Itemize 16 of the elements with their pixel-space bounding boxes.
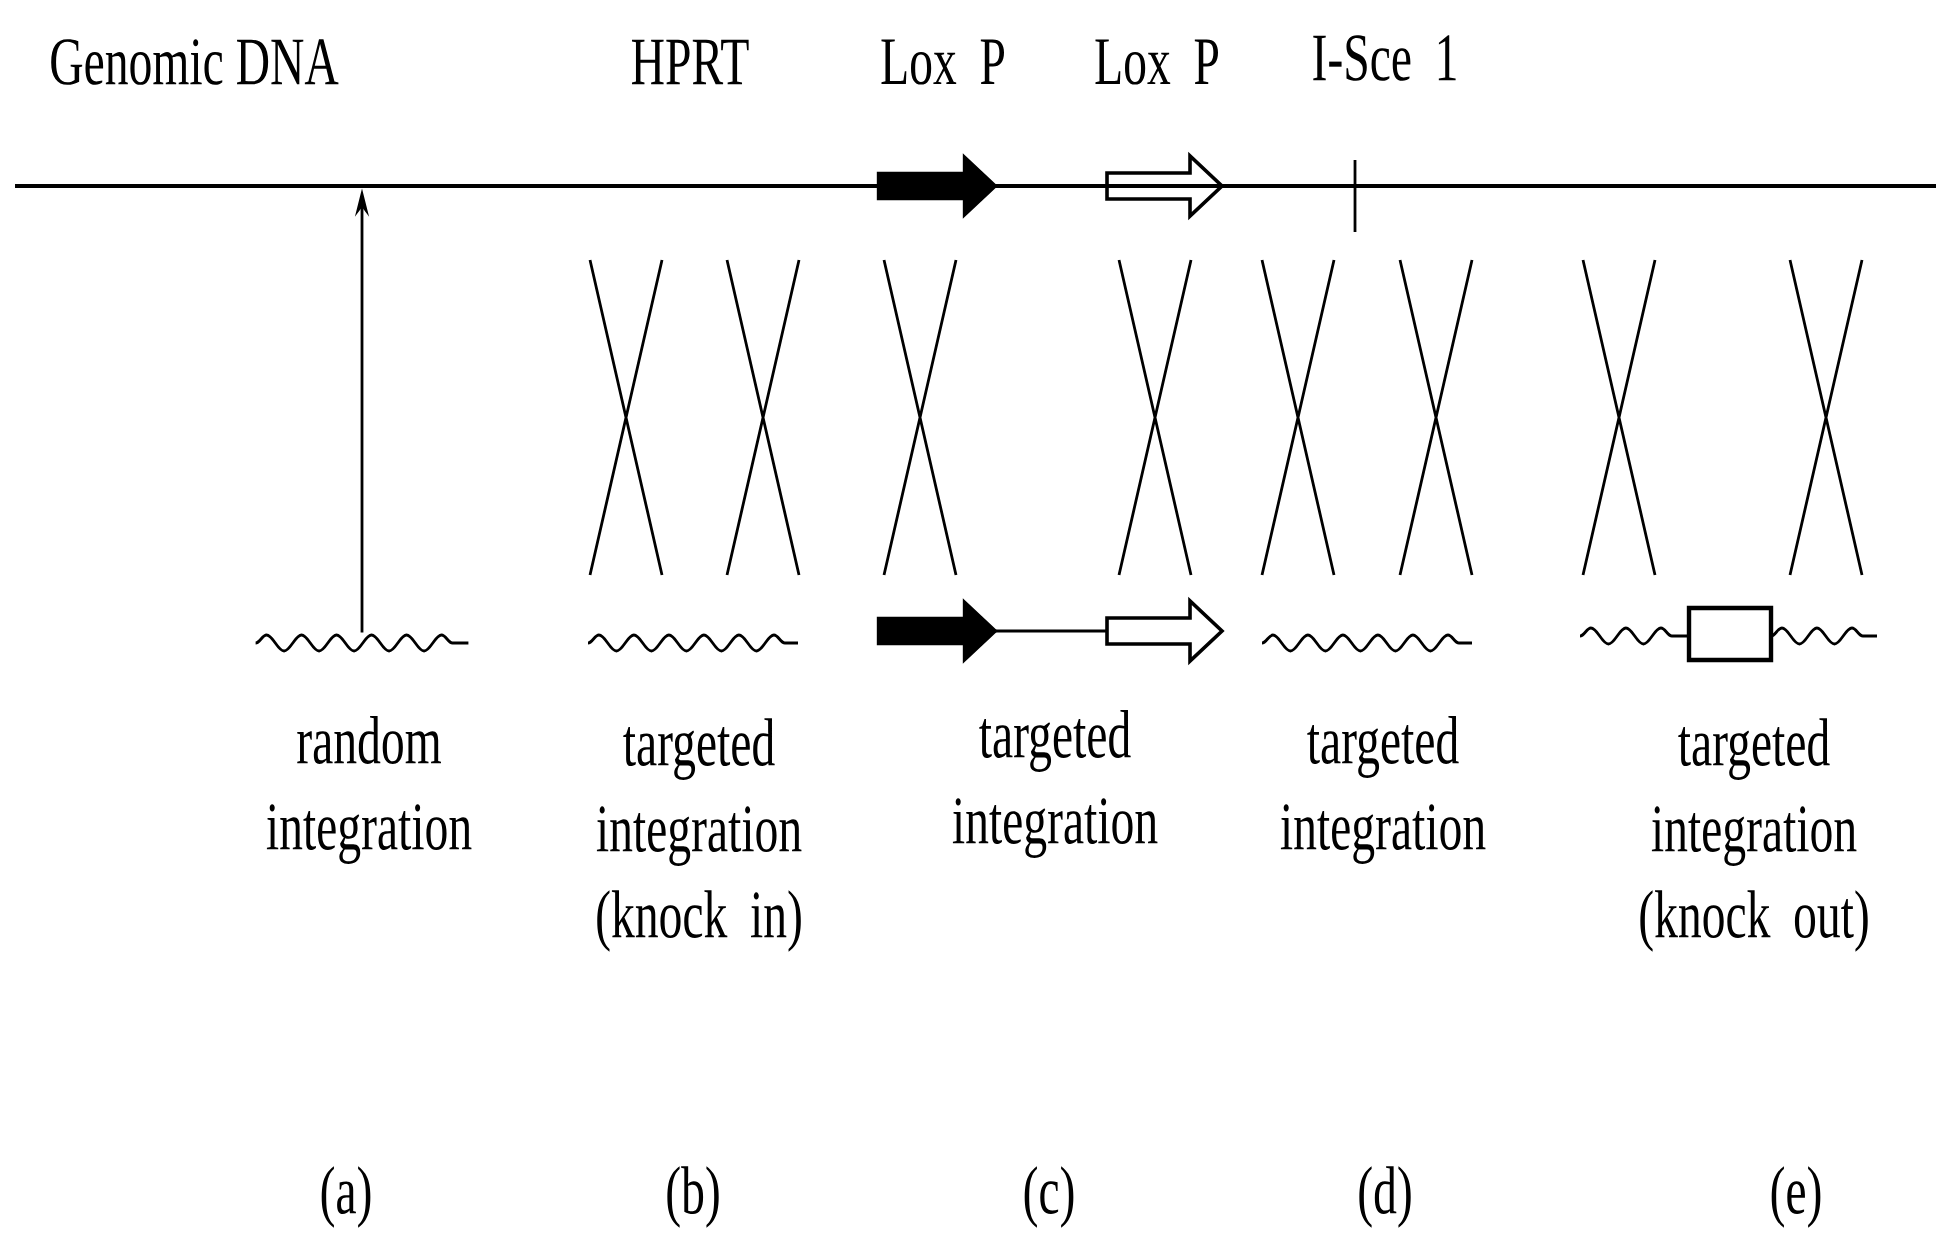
caption: targeted integration (knock out) xyxy=(1640,718,1868,952)
caption: targeted integration xyxy=(952,710,1158,858)
site-label: I-Sce 1 xyxy=(1313,35,1456,81)
panel-letter: (d) xyxy=(1359,1166,1411,1228)
caption: targeted integration xyxy=(1280,716,1486,864)
site-label: Lox P xyxy=(881,39,1004,85)
panel-letter: (c) xyxy=(1024,1166,1074,1228)
panel-letter: (a) xyxy=(321,1166,371,1228)
panel-letter: (e) xyxy=(1771,1166,1821,1228)
caption: random integration xyxy=(266,716,472,864)
line-label: Genomic DNA xyxy=(51,39,339,85)
site-label: HPRT xyxy=(632,39,749,85)
panel-letter: (b) xyxy=(667,1166,719,1228)
wavy-line xyxy=(255,633,469,653)
caption: targeted integration (knock in) xyxy=(596,718,802,952)
site-label: Lox P xyxy=(1095,39,1218,85)
